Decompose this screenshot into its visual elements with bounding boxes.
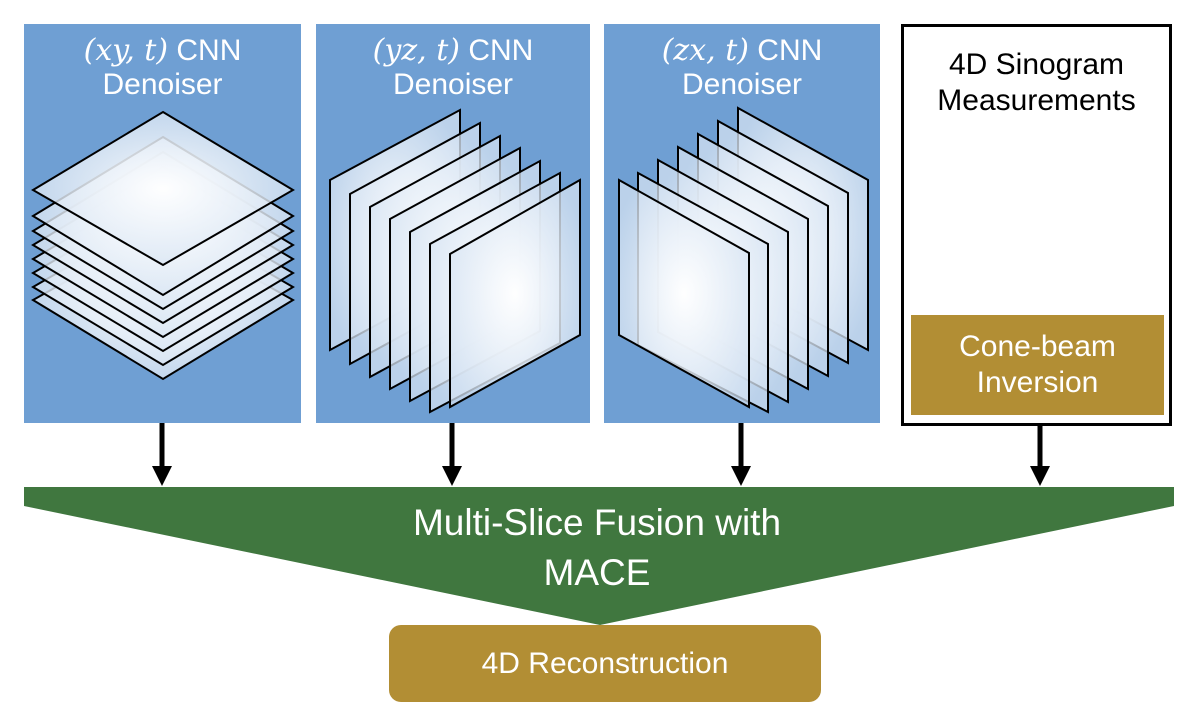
inversion-line2: Inversion: [976, 366, 1099, 399]
reconstruction-box: 4D Reconstruction: [389, 625, 821, 702]
fusion-line1: Multi-Slice Fusion with: [412, 502, 782, 543]
reconstruction-label: 4D Reconstruction: [481, 647, 729, 680]
zx-slice-stack: [618, 106, 869, 414]
arrow-heads: [152, 466, 1050, 486]
panel-xy-math: (xy, t): [83, 33, 169, 68]
xy-slice-stack: [31, 110, 295, 381]
panel-zx-suffix: CNN: [757, 34, 823, 67]
yz-slice-stack: [329, 108, 581, 414]
fusion-line2: MACE: [543, 552, 651, 593]
panel-zx-math: (zx, t): [661, 33, 749, 68]
panel-xy-line2: Denoiser: [102, 68, 223, 101]
panel-xy-suffix: CNN: [176, 34, 242, 67]
panel-zx-line2: Denoiser: [681, 68, 803, 101]
panel-yz-math: (yz, t): [372, 33, 460, 68]
measurements-title: 4D Sinogram Measurements: [904, 47, 1169, 119]
fusion-label: Multi-Slice Fusion with MACE: [0, 498, 1194, 598]
arrows-to-fusion: [159, 423, 1043, 470]
panel-yz-title: (yz, t) CNN Denoiser: [316, 34, 590, 102]
panel-zx-title: (zx, t) CNN Denoiser: [604, 34, 880, 102]
measurements-line1: 4D Sinogram: [948, 48, 1125, 81]
fusion-funnel: [24, 487, 1174, 625]
panel-yz-suffix: CNN: [468, 34, 534, 67]
panel-yz-line2: Denoiser: [392, 68, 514, 101]
cone-beam-inversion-box: Cone-beam Inversion: [911, 315, 1164, 415]
inversion-line1: Cone-beam: [959, 330, 1116, 363]
panel-xy-title: (xy, t) CNN Denoiser: [24, 34, 301, 102]
measurements-line2: Measurements: [937, 84, 1136, 117]
